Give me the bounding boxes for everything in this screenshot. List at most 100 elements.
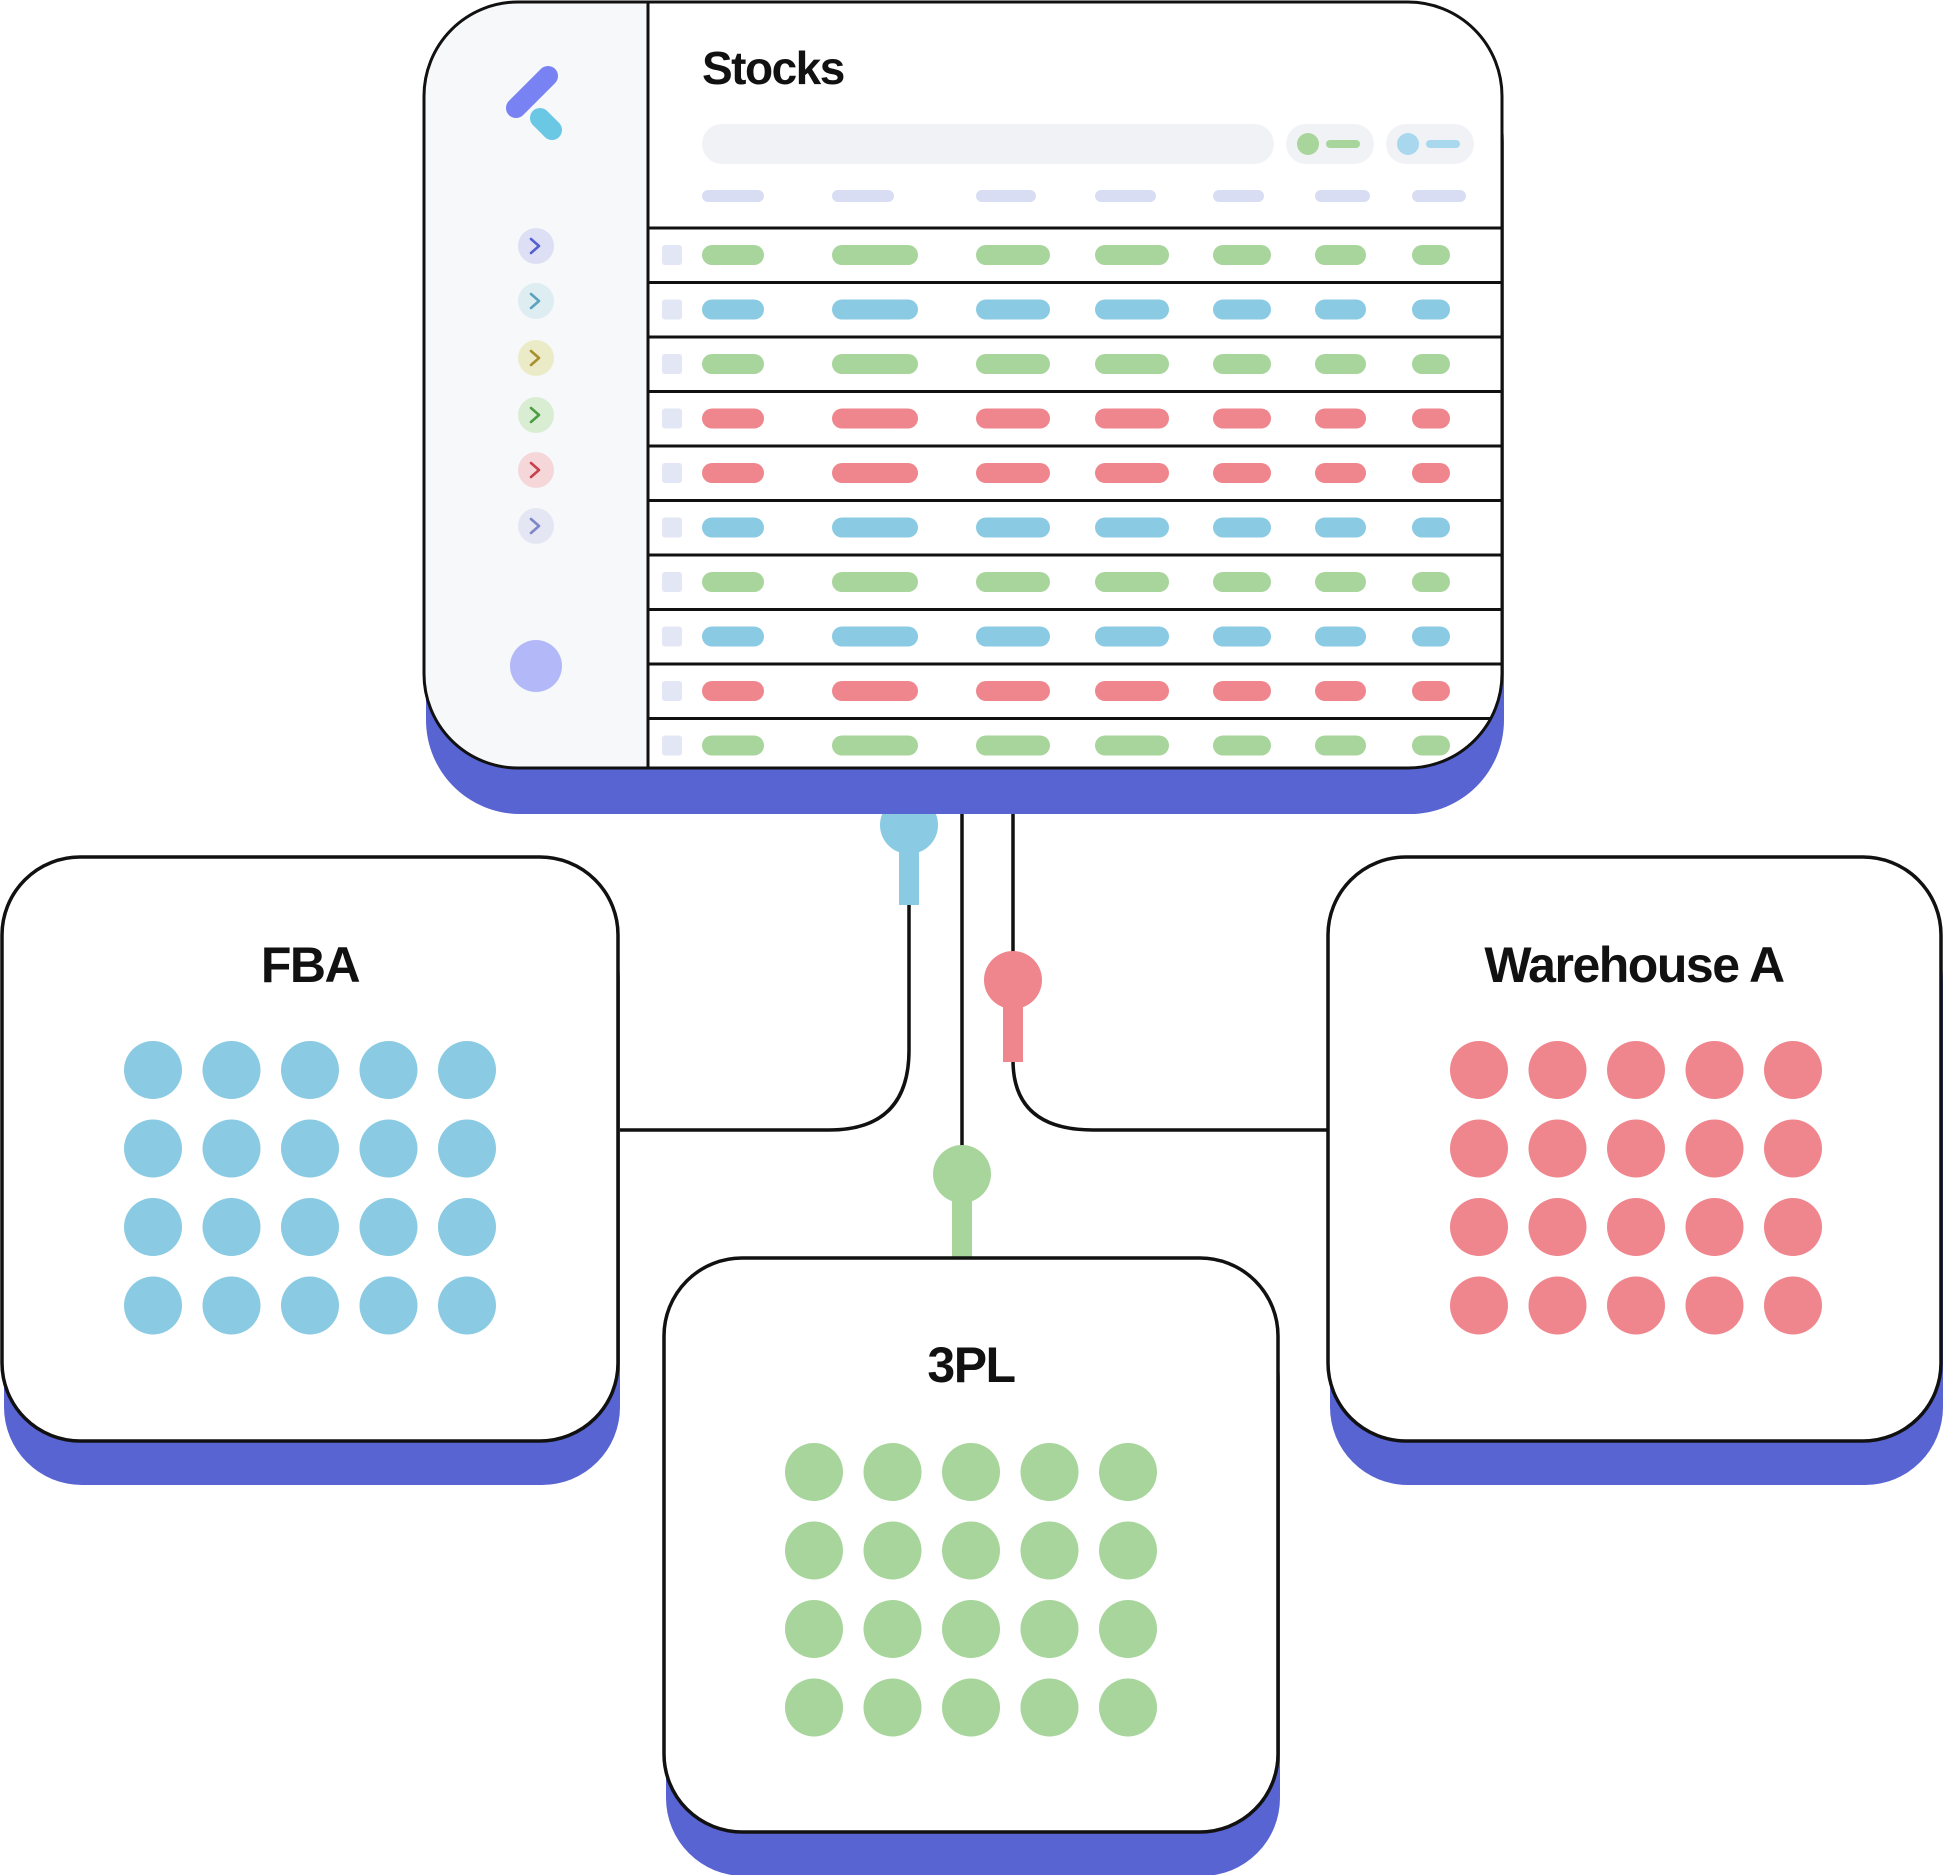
- sidebar-item-5[interactable]: [518, 452, 554, 488]
- table-cell-3: [976, 735, 1050, 756]
- sidebar-item-bg: [518, 397, 554, 433]
- table-row[interactable]: [662, 681, 1450, 701]
- table-cell-6: [1315, 517, 1366, 538]
- stock-unit-dot: [1528, 1198, 1587, 1256]
- stock-unit-dot: [942, 1600, 1000, 1658]
- table-cell-4: [1095, 735, 1169, 756]
- search-input[interactable]: [702, 124, 1274, 164]
- table-cell-1: [702, 408, 764, 429]
- stock-unit-dot: [1020, 1600, 1079, 1658]
- filter-chip-blue[interactable]: [1386, 124, 1474, 164]
- sidebar-item-3[interactable]: [518, 340, 554, 376]
- chevron-right-icon: [529, 349, 541, 367]
- stock-unit-dot: [785, 1678, 843, 1737]
- table-row[interactable]: [662, 299, 1450, 320]
- table-cell-7: [1412, 408, 1450, 429]
- node-card-fba[interactable]: FBA: [0, 855, 620, 1485]
- table-cell-3: [976, 299, 1050, 320]
- row-checkbox[interactable]: [662, 572, 682, 592]
- table-row[interactable]: [662, 735, 1450, 756]
- table-row[interactable]: [662, 517, 1450, 538]
- column-header-3[interactable]: [976, 190, 1036, 202]
- avatar[interactable]: [510, 640, 562, 692]
- column-header-6[interactable]: [1315, 190, 1370, 202]
- table-cell-7: [1412, 354, 1450, 374]
- row-checkbox[interactable]: [662, 517, 682, 538]
- column-header-5[interactable]: [1213, 190, 1264, 202]
- dot-icon: [1297, 133, 1319, 155]
- connection-lines: [618, 796, 1328, 1160]
- column-header-4[interactable]: [1095, 190, 1156, 202]
- table-cell-6: [1315, 572, 1366, 592]
- table-cell-5: [1213, 245, 1271, 265]
- table-cell-1: [702, 463, 764, 483]
- node-card-warehouse-a[interactable]: Warehouse A: [1326, 855, 1943, 1485]
- stock-unit-dot: [1764, 1119, 1822, 1178]
- table-cell-2: [832, 517, 918, 538]
- table-row[interactable]: [662, 408, 1450, 429]
- sidebar-nav: [510, 228, 562, 692]
- stock-unit-dot: [124, 1276, 182, 1335]
- table-cell-5: [1213, 408, 1271, 429]
- node-card-tpl[interactable]: 3PL: [662, 1256, 1280, 1875]
- column-header-2[interactable]: [832, 190, 894, 202]
- table-cell-4: [1095, 463, 1169, 483]
- stock-units-grid: [1450, 1041, 1822, 1335]
- stock-unit-dot: [1450, 1041, 1508, 1099]
- row-checkbox[interactable]: [662, 463, 682, 483]
- app-window-border: [422, 0, 1504, 770]
- row-checkbox[interactable]: [662, 245, 682, 265]
- stock-unit-dot: [438, 1276, 496, 1335]
- stock-unit-dot: [785, 1443, 843, 1501]
- stocks-app-window: Stocks: [422, 0, 1504, 814]
- row-checkbox[interactable]: [662, 681, 682, 701]
- stock-unit-dot: [1020, 1521, 1079, 1580]
- stock-unit-dot: [124, 1198, 182, 1256]
- table-row[interactable]: [662, 245, 1450, 265]
- table-row[interactable]: [662, 572, 1450, 592]
- pin-3pl: [933, 1145, 991, 1260]
- table-row[interactable]: [662, 463, 1450, 483]
- row-checkbox[interactable]: [662, 735, 682, 756]
- sidebar-item-bg: [518, 340, 554, 376]
- stock-unit-dot: [281, 1119, 339, 1178]
- sidebar-item-2[interactable]: [518, 283, 554, 319]
- node-title: Warehouse A: [1484, 937, 1784, 993]
- sidebar-item-bg: [518, 508, 554, 544]
- sidebar-item-6[interactable]: [518, 508, 554, 544]
- row-checkbox[interactable]: [662, 408, 682, 429]
- column-header-7[interactable]: [1412, 190, 1466, 202]
- table-cell-7: [1412, 463, 1450, 483]
- table-cell-3: [976, 463, 1050, 483]
- chevron-right-icon: [529, 237, 541, 255]
- column-header-1[interactable]: [702, 190, 764, 202]
- table-row[interactable]: [662, 626, 1450, 647]
- stock-unit-dot: [1099, 1521, 1157, 1580]
- row-checkbox[interactable]: [662, 299, 682, 320]
- table-cell-7: [1412, 245, 1450, 265]
- stock-unit-dot: [1099, 1600, 1157, 1658]
- chevron-right-icon: [529, 517, 541, 535]
- table-cell-1: [702, 245, 764, 265]
- stock-unit-dot: [124, 1119, 182, 1178]
- pin-warehouse-a: [984, 951, 1042, 1062]
- stock-units-grid: [785, 1443, 1157, 1737]
- sidebar-item-1[interactable]: [518, 228, 554, 264]
- table-cell-6: [1315, 681, 1366, 701]
- filter-chip-green[interactable]: [1286, 124, 1374, 164]
- sidebar-item-4[interactable]: [518, 397, 554, 433]
- table-cell-4: [1095, 354, 1169, 374]
- table-cell-4: [1095, 572, 1169, 592]
- stock-unit-dot: [359, 1119, 418, 1178]
- table-cell-4: [1095, 299, 1169, 320]
- page-title: Stocks: [702, 42, 844, 94]
- row-checkbox[interactable]: [662, 626, 682, 647]
- table-row[interactable]: [662, 354, 1450, 374]
- stock-unit-dot: [1020, 1443, 1079, 1501]
- table-cell-5: [1213, 299, 1271, 320]
- stock-unit-dot: [1764, 1198, 1822, 1256]
- table-cell-6: [1315, 354, 1366, 374]
- table-cell-5: [1213, 572, 1271, 592]
- row-checkbox[interactable]: [662, 354, 682, 374]
